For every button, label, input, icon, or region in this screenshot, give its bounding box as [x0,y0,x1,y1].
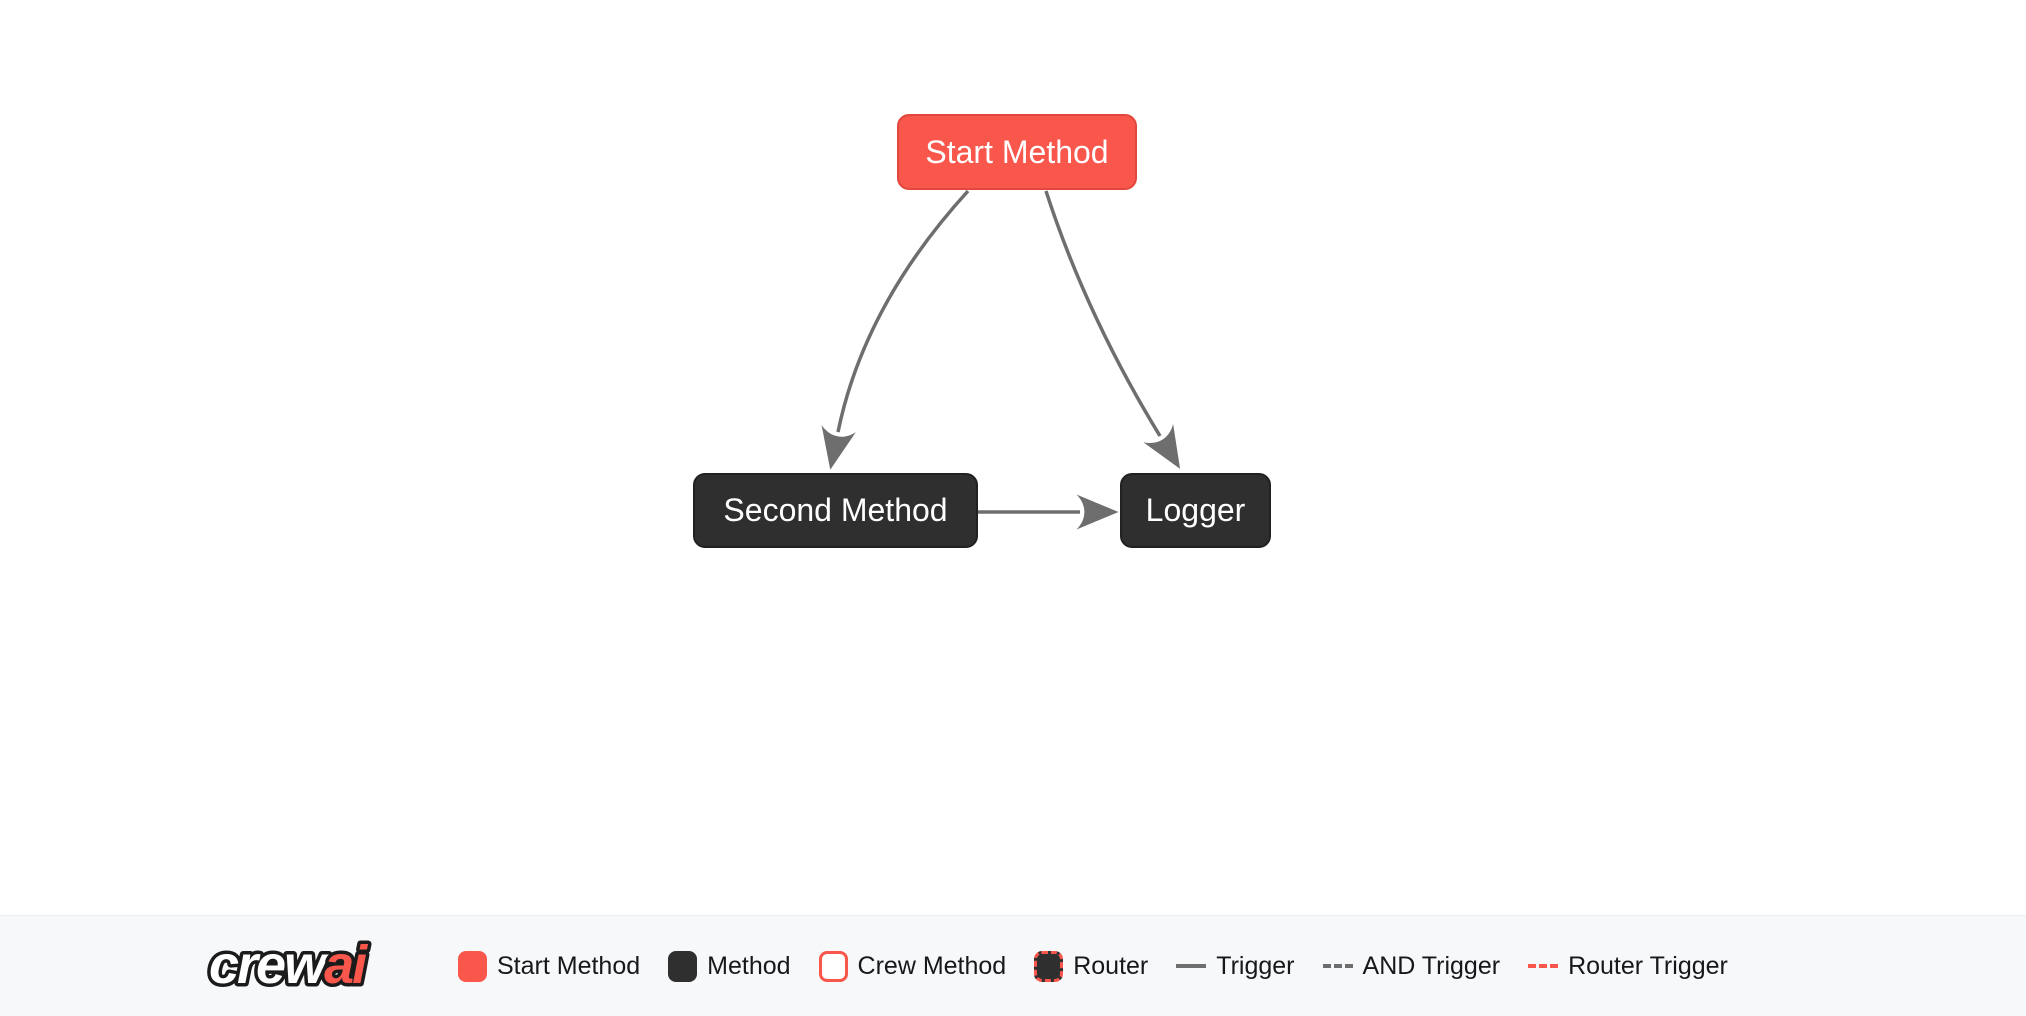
legend-item-router: Router [1034,950,1149,982]
legend-item-crew-method: Crew Method [818,950,1007,982]
legend-label-router-trigger: Router Trigger [1568,951,1728,980]
legend-label-method: Method [707,951,791,980]
and-trigger-line-icon [1322,964,1353,968]
legend-item-and-trigger: AND Trigger [1322,951,1501,981]
node-start-method-label: Start Method [925,133,1109,170]
method-swatch-icon [668,950,698,982]
router-swatch-icon [1034,950,1064,982]
start-method-swatch-icon [458,950,487,982]
legend-label-start-method: Start Method [497,951,641,980]
node-logger[interactable]: Logger [1120,473,1271,548]
node-second-method-label: Second Method [723,492,948,528]
crew-method-swatch-icon [818,950,848,982]
logo-text-crew: crew [209,935,329,995]
legend-item-trigger: Trigger [1176,951,1295,981]
legend-items: Start Method Method Crew Method Router T… [458,950,1728,982]
flow-canvas[interactable]: Start Method Second Method Logger [0,0,2026,915]
legend-item-start-method: Start Method [458,950,641,982]
legend-label-router: Router [1073,951,1149,980]
node-start-method[interactable]: Start Method [897,114,1137,190]
crewai-logo: crewai [206,932,374,999]
edges-layer [821,189,1181,530]
legend-item-method: Method [668,950,791,982]
router-trigger-line-icon [1528,964,1559,968]
svg-text:crewai: crewai [209,935,368,995]
node-logger-label: Logger [1145,492,1246,528]
edge-start-to-second [821,189,970,470]
legend-label-crew-method: Crew Method [857,951,1007,980]
logo-text-ai: ai [324,935,368,995]
legend-bar: crewai Start Method Method Crew Method R… [0,915,2026,1016]
trigger-line-icon [1176,964,1207,968]
node-second-method[interactable]: Second Method [693,473,978,548]
legend-item-router-trigger: Router Trigger [1528,952,1728,981]
legend-label-trigger: Trigger [1216,951,1295,980]
edge-start-to-logger [1044,190,1181,469]
legend-label-and-trigger: AND Trigger [1362,951,1501,980]
